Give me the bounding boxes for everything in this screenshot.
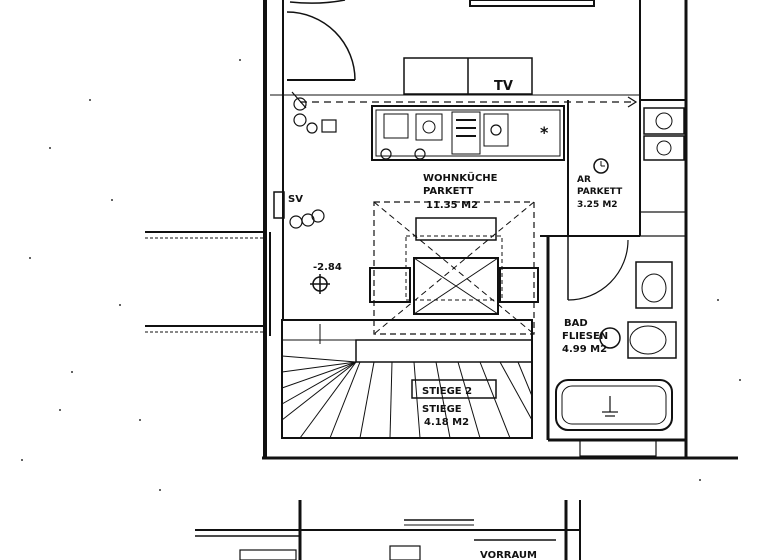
sv-panel	[273, 191, 285, 219]
sink-icon-bath	[635, 261, 673, 309]
washer-dryer	[639, 107, 687, 237]
electric-line-arrow	[627, 96, 638, 108]
sv-label: SV	[288, 194, 303, 205]
scan-noise	[21, 59, 741, 491]
kitchen-counter: *	[371, 105, 565, 161]
entry-door	[286, 0, 356, 81]
chair-top	[415, 217, 497, 241]
svg-text:*: *	[540, 123, 549, 142]
oven-icon	[451, 111, 481, 155]
kitchen-area: 11.35 M2	[426, 200, 478, 211]
stairs-name-upper: STIEGE 2	[422, 386, 472, 397]
kitchen-name: WOHNKÜCHE	[423, 170, 498, 184]
stairs-name-lower: STIEGE	[422, 404, 462, 415]
toilet-icon	[627, 321, 677, 359]
office-name: AR	[577, 175, 591, 185]
tv-label: TV	[494, 79, 513, 94]
office-walls	[540, 99, 686, 237]
tv-cabinet: TV	[403, 57, 533, 95]
kitchen-floor: PARKETT	[423, 186, 473, 197]
bath-area: 4.99 M2	[562, 344, 607, 355]
exterior-walls	[262, 0, 738, 460]
chair-right	[499, 267, 539, 303]
bathtub	[555, 379, 673, 431]
stove-icon	[415, 113, 443, 141]
chair-left	[369, 267, 411, 303]
sink-icon	[383, 113, 409, 139]
stairs-area: 4.18 M2	[424, 417, 469, 428]
office-area: 3.25 M2	[577, 200, 618, 210]
dishwasher-icon	[483, 113, 509, 147]
level-label: -2.84	[313, 262, 342, 273]
level-marker: -2.84	[310, 262, 342, 294]
electrical-symbols-left: SV	[273, 91, 337, 229]
bath-name: BAD	[564, 318, 588, 329]
dining-table	[369, 201, 539, 335]
clock-icon	[593, 158, 609, 174]
window-frame-top	[469, 0, 595, 7]
hall-name: VORRAUM	[480, 550, 537, 560]
staircase	[281, 319, 533, 439]
office-floor: PARKETT	[577, 187, 623, 197]
bathroom-walls	[546, 236, 686, 457]
balcony-railing	[145, 231, 271, 336]
bath-floor: FLIESEN	[562, 331, 608, 342]
lower-floor	[195, 500, 581, 560]
